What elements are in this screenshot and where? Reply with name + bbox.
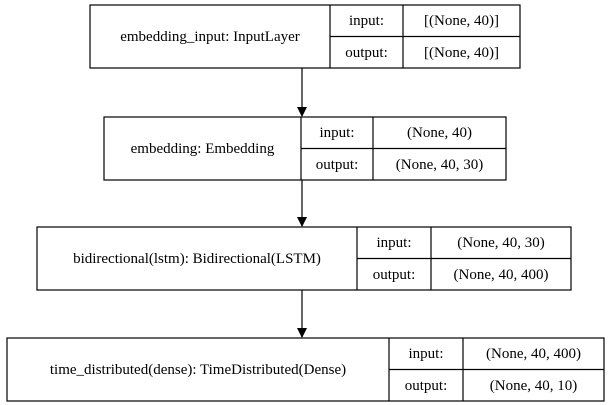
- layer-node-embedding-input: embedding_input: InputLayer input: [(Non…: [89, 4, 521, 69]
- layer-name: bidirectional(lstm): Bidirectional(LSTM): [73, 251, 321, 267]
- input-value: [(None, 40)]: [424, 13, 499, 29]
- layer-node-bidirectional-lstm: bidirectional(lstm): Bidirectional(LSTM)…: [36, 226, 572, 291]
- input-label: input:: [376, 235, 411, 251]
- layer-node-embedding: embedding: Embedding input: (None, 40) o…: [103, 116, 507, 181]
- input-value: (None, 40, 30): [457, 235, 544, 251]
- input-label: input:: [319, 125, 354, 141]
- input-label: input:: [349, 13, 384, 29]
- output-label: output:: [405, 378, 448, 394]
- output-label: output:: [316, 157, 359, 173]
- output-value: [(None, 40)]: [424, 45, 499, 61]
- layer-name: embedding: Embedding: [131, 141, 275, 157]
- output-label: output:: [345, 45, 388, 61]
- output-label: output:: [373, 267, 416, 283]
- output-value: (None, 40, 30): [396, 157, 483, 173]
- layer-name: embedding_input: InputLayer: [120, 29, 300, 45]
- input-label: input:: [408, 346, 443, 362]
- output-value: (None, 40, 10): [490, 378, 577, 394]
- layer-node-time-distributed-dense: time_distributed(dense): TimeDistributed…: [6, 337, 605, 402]
- input-value: (None, 40): [407, 125, 472, 141]
- layer-name: time_distributed(dense): TimeDistributed…: [50, 362, 346, 378]
- output-value: (None, 40, 400): [454, 267, 549, 283]
- input-value: (None, 40, 400): [486, 346, 581, 362]
